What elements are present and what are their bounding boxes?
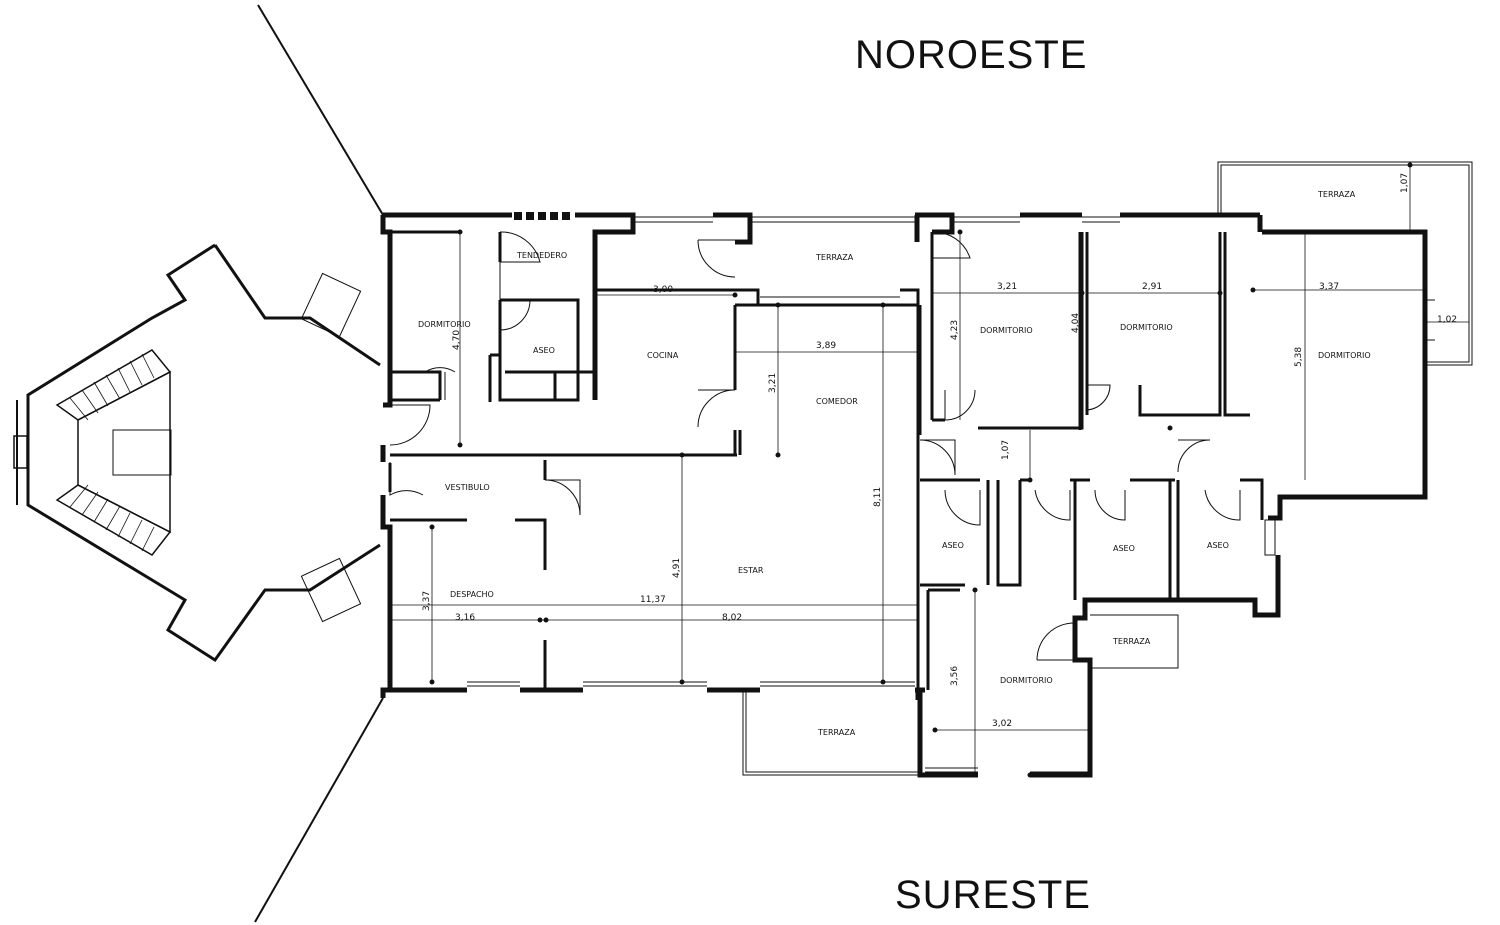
- room-label-aseo-1: ASEO: [533, 346, 555, 355]
- room-label-comedor: COMEDOR: [816, 397, 858, 406]
- dim-label-3-37-a: 3,37: [422, 591, 432, 611]
- dim-label-1-02: 1,02: [1437, 315, 1457, 325]
- room-label-aseo-3: ASEO: [1113, 544, 1135, 553]
- orientation-north-label: NOROESTE: [855, 33, 1088, 77]
- room-label-estar: ESTAR: [738, 566, 764, 575]
- room-label-terraza-4: TERRAZA: [817, 728, 856, 737]
- dim-label-2-91: 2,91: [1142, 282, 1162, 292]
- room-label-dormitorio-3: DORMITORIO: [1120, 323, 1173, 332]
- dimension-ticks: [387, 162, 1428, 778]
- dim-label-3-21-a: 3,21: [768, 373, 778, 393]
- room-label-despacho: DESPACHO: [450, 590, 494, 599]
- dim-label-3-00: 3,00: [653, 285, 673, 295]
- dim-label-3-89: 3,89: [816, 341, 836, 351]
- staircase: [13, 243, 381, 663]
- dim-label-3-16: 3,16: [455, 613, 475, 623]
- room-label-terraza-3: TERRAZA: [1112, 637, 1151, 646]
- terraces: [742, 161, 1473, 776]
- site-lines: [254, 4, 384, 923]
- door-swings: [389, 231, 1241, 661]
- drying-rack: [514, 212, 570, 220]
- dim-label-5-38: 5,38: [1294, 347, 1304, 367]
- dim-label-4-91: 4,91: [672, 558, 682, 578]
- room-label-aseo-4: ASEO: [1207, 541, 1229, 550]
- dim-label-4-70: 4,70: [452, 330, 462, 350]
- room-label-aseo-2: ASEO: [942, 541, 964, 550]
- room-label-terraza-2: TERRAZA: [1317, 190, 1356, 199]
- room-labels: TENDEDERO ASEO DORMITORIO COCINA TERRAZA…: [418, 190, 1371, 737]
- dim-label-11-37: 11,37: [640, 595, 666, 605]
- room-label-dormitorio-5: DORMITORIO: [1000, 676, 1053, 685]
- dim-label-1-07-a: 1,07: [1400, 173, 1410, 193]
- interior-walls: [388, 230, 1264, 690]
- dim-label-3-21-b: 3,21: [997, 282, 1017, 292]
- room-label-cocina: COCINA: [647, 351, 679, 360]
- dim-label-8-11: 8,11: [873, 487, 883, 507]
- orientation-south-label: SURESTE: [895, 873, 1091, 917]
- dim-label-1-07-b: 1,07: [1001, 440, 1011, 460]
- dim-label-4-23: 4,23: [950, 320, 960, 340]
- room-label-dormitorio-2: DORMITORIO: [980, 326, 1033, 335]
- dimension-labels: 4,70 3,00 3,89 3,21 8,11 4,91 11,37 3,16…: [422, 173, 1457, 729]
- dim-label-3-37-b: 3,37: [1319, 282, 1339, 292]
- room-label-vestibulo: VESTIBULO: [445, 483, 490, 492]
- room-label-tendedero: TENDEDERO: [516, 251, 567, 260]
- dimension-lines: [390, 165, 1469, 775]
- room-label-dormitorio-1: DORMITORIO: [418, 320, 471, 329]
- dim-label-8-02: 8,02: [722, 613, 742, 623]
- windows: [467, 216, 1435, 773]
- exterior-walls: [380, 212, 1428, 778]
- room-label-terraza-1: TERRAZA: [815, 253, 854, 262]
- dim-label-4-04: 4,04: [1071, 313, 1081, 333]
- room-label-dormitorio-4: DORMITORIO: [1318, 351, 1371, 360]
- dim-label-3-02: 3,02: [992, 719, 1012, 729]
- dim-label-3-56: 3,56: [950, 666, 960, 686]
